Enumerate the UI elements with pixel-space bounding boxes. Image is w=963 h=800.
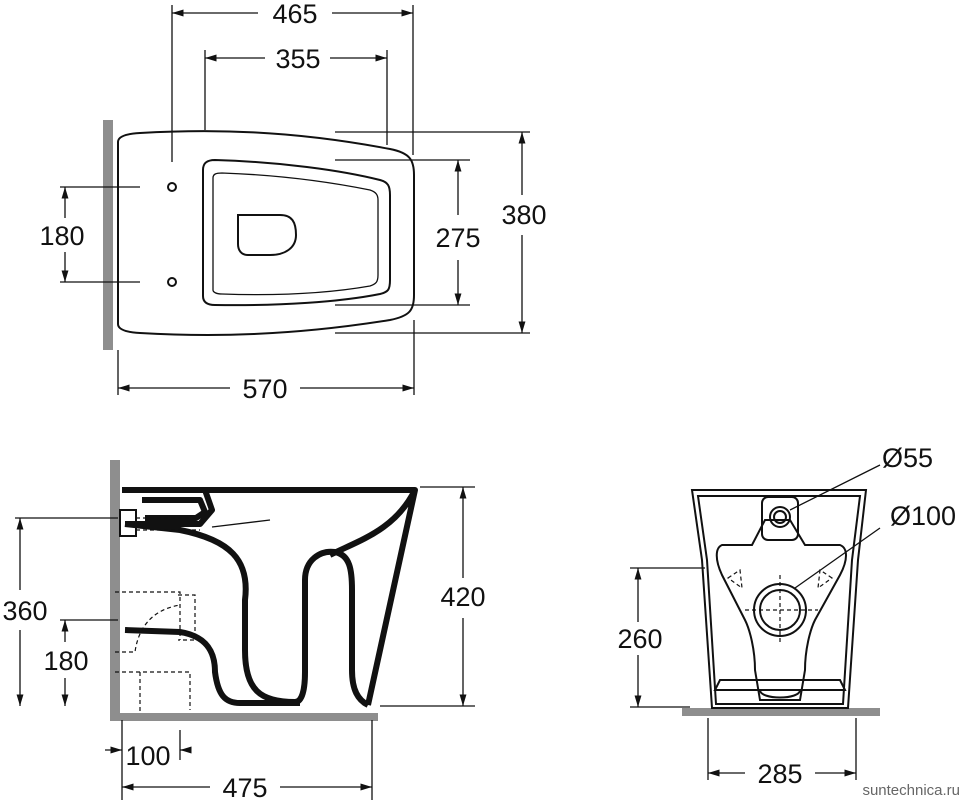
dim-260: 260 (617, 624, 662, 654)
side-view: 360 180 420 100 475 (2, 460, 486, 800)
dim-475: 475 (222, 773, 267, 800)
front-inlet-box (761, 496, 799, 541)
front-body-outline (690, 489, 868, 709)
top-fix-hole-upper (167, 182, 177, 192)
top-fix-hole-lower (167, 277, 177, 287)
side-floor (110, 713, 378, 721)
side-body-profile (122, 487, 418, 708)
front-view: Ø55 Ø100 260 285 (617, 443, 956, 789)
top-inner-bowl (202, 158, 391, 307)
front-inner-plate (715, 519, 847, 701)
top-view: 465 355 180 275 380 570 (39, 0, 546, 404)
side-outlet-dashed (115, 591, 196, 712)
top-drain (237, 214, 298, 256)
dim-465: 465 (272, 0, 317, 29)
watermark: suntechnica.ru (862, 782, 960, 799)
dim-d55: Ø55 (882, 443, 933, 473)
top-inner-bowl-edge (212, 172, 379, 296)
dim-380: 380 (501, 200, 546, 230)
dim-d100: Ø100 (890, 501, 956, 531)
side-wall (110, 460, 120, 720)
dim-275: 275 (435, 223, 480, 253)
top-bowl-outline (117, 130, 415, 336)
dim-420: 420 (440, 582, 485, 612)
dim-180-top: 180 (39, 221, 84, 251)
front-floor (682, 708, 880, 716)
leader-d100 (794, 527, 881, 589)
side-inlet-pipe (119, 509, 137, 537)
top-wall (103, 120, 113, 350)
front-inlet-d55 (769, 506, 791, 528)
leader-d55 (789, 464, 881, 511)
dim-100: 100 (125, 741, 170, 771)
dim-570: 570 (242, 374, 287, 404)
dim-285: 285 (757, 759, 802, 789)
dim-355: 355 (275, 44, 320, 74)
side-flush-rim (211, 519, 271, 528)
dim-360: 360 (2, 596, 47, 626)
dim-180-side: 180 (43, 646, 88, 676)
